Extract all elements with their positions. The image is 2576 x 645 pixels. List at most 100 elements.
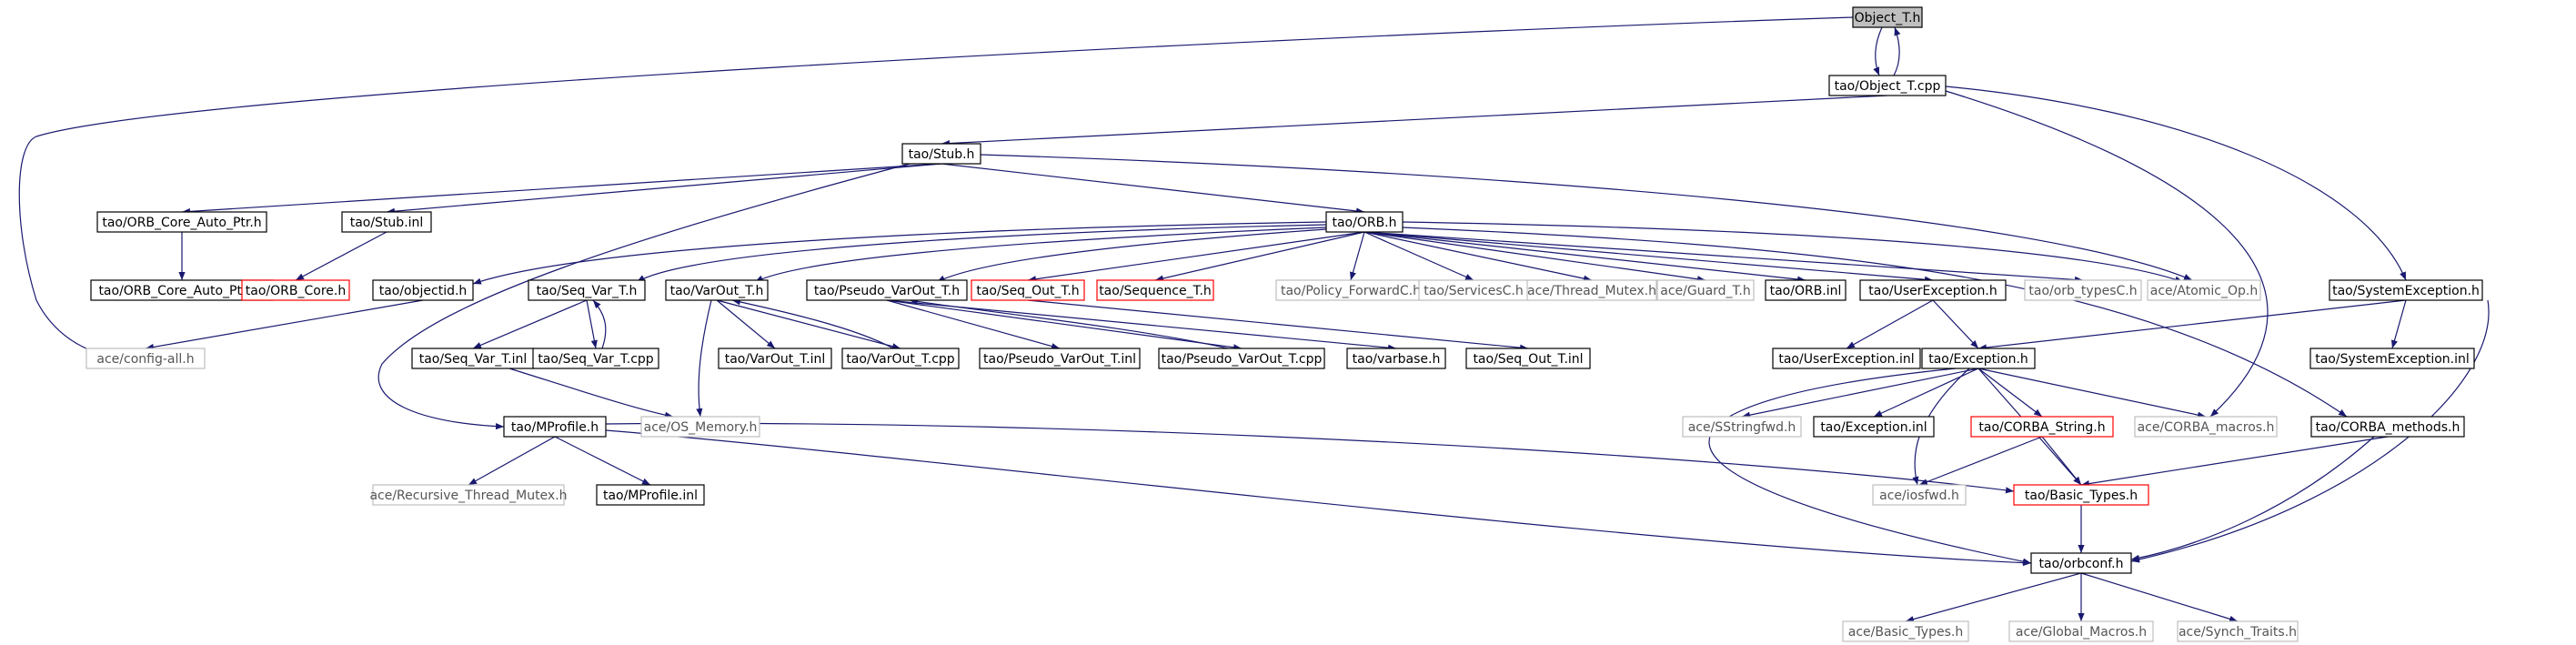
node-userexception-inl[interactable]: tao/UserException.inl: [1772, 348, 1921, 369]
node-corba-macros-h: ace/CORBA_macros.h: [2134, 416, 2278, 438]
node-orbconf-h[interactable]: tao/orbconf.h: [2030, 552, 2132, 574]
node-label: tao/orbconf.h: [2039, 557, 2124, 571]
node-iosfwd-h: ace/iosfwd.h: [1872, 484, 1967, 506]
node-label: tao/SystemException.inl: [2315, 352, 2470, 367]
node-box: [2177, 620, 2299, 642]
node-seq-var-t-h[interactable]: tao/Seq_Var_T.h: [528, 279, 646, 301]
node-basic-types-h[interactable]: tao/Basic_Types.h: [2013, 484, 2149, 506]
node-systemexception-h[interactable]: tao/SystemException.h: [2329, 279, 2483, 301]
node-label: tao/orb_typesC.h: [2028, 284, 2137, 298]
node-orb-core-auto-ptr-inl[interactable]: tao/ORB_Core_Auto_Ptr.inl: [90, 279, 274, 301]
node-atomic-op-h: ace/Atomic_Op.h: [2147, 279, 2261, 301]
node-box: [341, 211, 432, 233]
node-synch-traits-h: ace/Synch_Traits.h: [2177, 620, 2299, 642]
node-orb-core-auto-ptr-h[interactable]: tao/ORB_Core_Auto_Ptr.h: [96, 211, 267, 233]
edge-systemexception_h-to-systemexception_inl: [2390, 299, 2407, 349]
node-label: tao/ORB.h: [1332, 216, 1396, 230]
edge-orb_h-to-objectid_h: [472, 221, 1327, 285]
node-box: [1465, 348, 1591, 369]
node-guard-t-h: ace/Guard_T.h: [1656, 279, 1755, 301]
edge-stub_h-to-atomic_op_h: [980, 154, 2193, 281]
node-pseudo-varout-t-cpp[interactable]: tao/Pseudo_VarOut_T.cpp: [1158, 348, 1325, 369]
node-orb-h[interactable]: tao/ORB.h: [1325, 211, 1404, 233]
edge-corba_methods_h-to-orbconf_h: [2130, 436, 2375, 561]
node-box: [2134, 416, 2278, 438]
node-label: ace/config-all.h: [96, 352, 194, 367]
node-seq-out-t-h[interactable]: tao/Seq_Out_T.h: [971, 279, 1085, 301]
edge-stub_inl-to-orb_core_h: [295, 231, 387, 281]
edge-orbconf_h-to-synch_traits_h: [2080, 572, 2239, 622]
node-box: [2309, 348, 2475, 369]
node-userexception-h[interactable]: tao/UserException.h: [1859, 279, 2007, 301]
node-label: tao/Stub.inl: [350, 216, 424, 230]
node-pseudo-varout-t-inl[interactable]: tao/Pseudo_VarOut_T.inl: [979, 348, 1141, 369]
node-box: [1828, 75, 1947, 96]
edge-pseudo_varout_t_h-to-pseudo_varout_t_inl: [886, 299, 1061, 350]
edge-mprofile_h-to-basic_types_h: [605, 422, 2015, 494]
edge-object_t_h-to-object_t_cpp: [1873, 26, 1883, 76]
node-label: tao/Exception.h: [1928, 352, 2028, 367]
node-label: tao/UserException.h: [1868, 284, 1997, 298]
edge-seq_var_t_h-to-seq_var_t_cpp: [586, 299, 598, 349]
node-sequence-t-h[interactable]: tao/Sequence_T.h: [1096, 279, 1214, 301]
node-box: [901, 143, 981, 165]
edge-object_t_cpp-to-systemexception_h: [1945, 86, 2407, 281]
edge-seq_var_t_inl-to-os_memory_h: [508, 368, 674, 418]
node-seq-var-t-cpp[interactable]: tao/Seq_Var_T.cpp: [532, 348, 659, 369]
node-box: [1325, 211, 1404, 233]
node-box: [241, 279, 350, 301]
node-servicesc-h: tao/ServicesC.h: [1418, 279, 1529, 301]
node-label: tao/Seq_Var_T.inl: [419, 352, 528, 367]
node-exception-inl[interactable]: tao/Exception.inl: [1813, 416, 1935, 438]
node-seq-out-t-inl[interactable]: tao/Seq_Out_T.inl: [1465, 348, 1591, 369]
node-seq-var-t-inl[interactable]: tao/Seq_Var_T.inl: [411, 348, 535, 369]
node-varbase-h[interactable]: tao/varbase.h: [1346, 348, 1446, 369]
node-orb-inl[interactable]: tao/ORB.inl: [1765, 279, 1846, 301]
node-objectid-h[interactable]: tao/objectid.h: [372, 279, 474, 301]
node-mprofile-h[interactable]: tao/MProfile.h: [503, 416, 607, 438]
edge-varout_t_h-to-os_memory_h: [696, 299, 712, 418]
node-global-macros-h: ace/Global_Macros.h: [2008, 620, 2154, 642]
node-label: tao/Policy_ForwardC.h: [1281, 284, 1421, 298]
node-object-t-cpp[interactable]: tao/Object_T.cpp: [1828, 75, 1947, 96]
node-exception-h[interactable]: tao/Exception.h: [1921, 348, 2036, 369]
node-label: tao/UserException.inl: [1778, 352, 1914, 367]
node-label: tao/Seq_Var_T.cpp: [538, 352, 653, 367]
node-pseudo-varout-t-h[interactable]: tao/Pseudo_VarOut_T.h: [806, 279, 968, 301]
edge-exception_h-to-corba_macros_h: [1977, 368, 2207, 418]
node-label: ace/Recursive_Thread_Mutex.h: [369, 489, 567, 503]
node-mprofile-inl[interactable]: tao/MProfile.inl: [596, 484, 705, 506]
edge-object_t_cpp-to-corba_macros_h: [1945, 90, 2269, 418]
node-object-t-h[interactable]: Object_T.h: [1852, 6, 1923, 28]
edge-orb_h-to-thread_mutex_h: [1363, 231, 1593, 282]
node-label: ace/Guard_T.h: [1660, 284, 1751, 298]
node-policy-forwardc-h: tao/Policy_ForwardC.h: [1275, 279, 1426, 301]
node-box: [665, 279, 769, 301]
node-corba-methods-h[interactable]: tao/CORBA_methods.h: [2310, 416, 2465, 438]
node-varout-t-cpp[interactable]: tao/VarOut_T.cpp: [841, 348, 960, 369]
node-corba-string-h[interactable]: tao/CORBA_String.h: [1970, 416, 2114, 438]
node-box: [1872, 484, 1967, 506]
edges-layer: [18, 16, 2490, 623]
node-varout-t-inl[interactable]: tao/VarOut_T.inl: [718, 348, 832, 369]
node-os-memory-h: ace/OS_Memory.h: [640, 416, 760, 438]
edge-pseudo_varout_t_h-to-varbase_h: [886, 299, 1397, 351]
node-box: [1921, 348, 2036, 369]
node-label: tao/Pseudo_VarOut_T.inl: [983, 352, 1136, 367]
node-label: tao/ORB.inl: [1770, 284, 1842, 298]
edge-seq_out_t_h-to-seq_out_t_inl: [1027, 299, 1529, 351]
edge-orbconf_h-to-ace_basic_types_h: [1905, 572, 2082, 623]
edge-exception_h-to-orbconf_h: [1708, 368, 2032, 565]
node-box: [1852, 6, 1923, 28]
node-orb-core-h[interactable]: tao/ORB_Core.h: [241, 279, 350, 301]
edge-object_t_cpp-to-object_t_h: [1893, 26, 1901, 76]
edge-orb_h-to-sequence_t_h: [1154, 231, 1365, 282]
node-box: [1859, 279, 2007, 301]
node-label: tao/varbase.h: [1353, 352, 1441, 367]
node-varout-t-h[interactable]: tao/VarOut_T.h: [665, 279, 769, 301]
node-stub-inl[interactable]: tao/Stub.inl: [341, 211, 432, 233]
edge-orb_h-to-seq_var_t_h: [636, 224, 1327, 283]
node-systemexception-inl[interactable]: tao/SystemException.inl: [2309, 348, 2475, 369]
node-stub-h[interactable]: tao/Stub.h: [901, 143, 981, 165]
node-box: [96, 211, 267, 233]
